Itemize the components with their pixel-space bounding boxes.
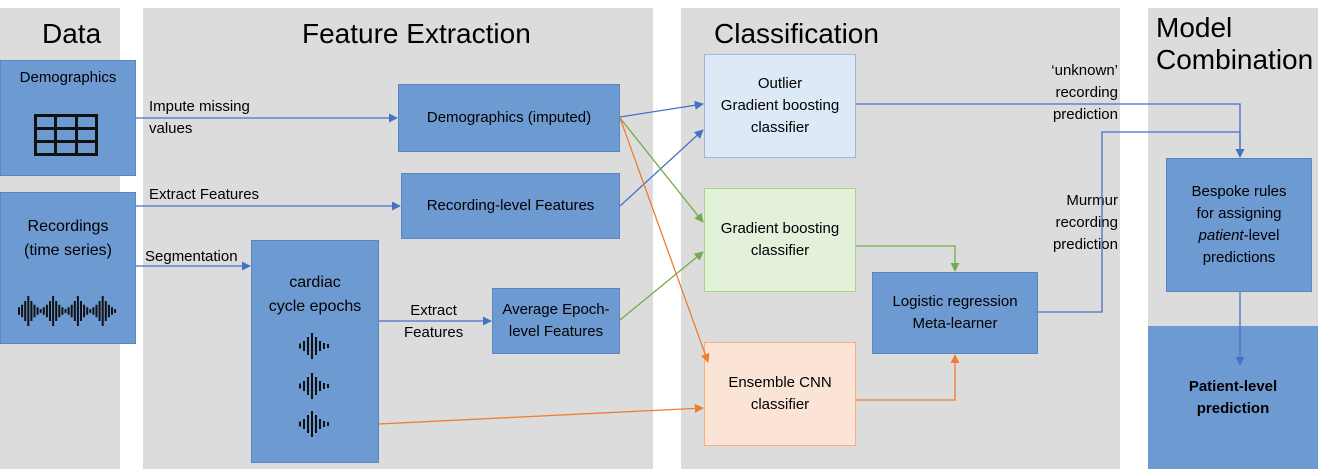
outlier-line3: classifier — [750, 119, 810, 136]
model-combination-title-line2: Combination — [1156, 44, 1314, 75]
avg-epoch-line2: level Features — [508, 323, 604, 340]
ensemble-cnn-box: Ensemble CNN classifier — [704, 342, 856, 446]
extract2-line2: Features — [404, 324, 464, 341]
outlier-line2: Gradient boosting — [720, 97, 840, 114]
unknown-line3: prediction — [1052, 106, 1118, 123]
impute-line2: values — [149, 120, 193, 137]
bespoke-line3-italic: patient — [1198, 227, 1244, 244]
extract-features-2-label: Extract Features — [404, 300, 463, 344]
arrow-gb-to-logreg — [856, 245, 960, 272]
gb-line2: classifier — [750, 242, 810, 259]
ensemble-line2: classifier — [750, 396, 810, 413]
segmentation-label: Segmentation — [145, 248, 238, 265]
arrow-avgepoch-to-gb — [619, 251, 704, 321]
recordings-box-line1: Recordings — [27, 218, 109, 235]
unknown-prediction-label: ‘unknown’ recording prediction — [1008, 60, 1118, 126]
bespoke-line2: for assigning — [1196, 205, 1282, 222]
gb-line1: Gradient boosting — [720, 220, 840, 237]
ensemble-line1: Ensemble CNN — [728, 374, 832, 391]
impute-label: Impute missing values — [149, 96, 250, 140]
bespoke-line3: patient-level — [1191, 225, 1286, 247]
murmur-line1: Murmur — [1066, 192, 1118, 209]
demographics-box: Demographics — [0, 60, 136, 176]
arrow-logreg-to-bespoke — [1038, 131, 1245, 313]
bespoke-line1: Bespoke rules — [1191, 183, 1287, 200]
model-combination-title-line1: Model — [1156, 12, 1233, 43]
avg-epoch-line1: Average Epoch- — [502, 301, 610, 318]
recordings-box-line2: (time series) — [23, 242, 112, 259]
bespoke-rules-box: Bespoke rules for assigning patient-leve… — [1166, 158, 1312, 292]
average-epoch-features-box: Average Epoch- level Features — [492, 288, 620, 354]
outlier-line1: Outlier — [757, 75, 803, 92]
demographics-box-label: Demographics — [19, 69, 117, 86]
logreg-line2: Meta-learner — [912, 315, 998, 332]
arrow-ensemble-to-logreg — [856, 354, 960, 401]
demographics-imputed-box: Demographics (imputed) — [398, 84, 620, 152]
classification-title: Classification — [714, 18, 879, 49]
impute-line1: Impute missing — [149, 98, 250, 115]
logistic-regression-box: Logistic regression Meta-learner — [872, 272, 1038, 354]
unknown-line2: recording — [1055, 84, 1118, 101]
bespoke-line4: predictions — [1202, 249, 1276, 266]
recording-level-features-box: Recording-level Features — [401, 173, 620, 239]
waveform-icon — [299, 373, 329, 399]
unknown-line1: ‘unknown’ — [1051, 62, 1118, 79]
arrow-recfeat-to-outlier — [619, 129, 704, 207]
data-panel-title: Data — [42, 18, 102, 49]
waveform-icon — [299, 411, 329, 437]
arrow-demog-to-outlier — [619, 100, 704, 118]
arrow-outlier-to-bespoke — [856, 103, 1245, 158]
logreg-line1: Logistic regression — [892, 293, 1018, 310]
feature-extraction-title: Feature Extraction — [302, 18, 531, 49]
gradient-boosting-box: Gradient boosting classifier — [704, 188, 856, 292]
recordings-box: Recordings (time series) — [0, 192, 136, 344]
patient-line2: prediction — [1196, 399, 1270, 417]
patient-line1: Patient-level — [1188, 377, 1278, 395]
model-combination-title: Model Combination — [1156, 12, 1313, 76]
arrow-demog-to-gb — [619, 117, 704, 223]
bespoke-line3-rest: -level — [1243, 227, 1280, 244]
waveform-icon — [299, 333, 329, 359]
extract2-line1: Extract — [410, 302, 457, 319]
extract-features-label: Extract Features — [149, 186, 260, 203]
arrow-epochs-to-ensemble — [378, 403, 704, 425]
outlier-classifier-box: Outlier Gradient boosting classifier — [704, 54, 856, 158]
patient-level-prediction-box: Patient-level prediction — [1148, 326, 1318, 469]
demographics-imputed-label: Demographics (imputed) — [426, 109, 592, 126]
cardiac-line1: cardiac — [289, 274, 341, 291]
recording-level-features-label: Recording-level Features — [426, 197, 595, 214]
waveform-icon — [18, 296, 117, 326]
table-icon — [34, 114, 98, 156]
arrow-demog-to-ensemble — [619, 117, 710, 363]
cardiac-line2: cycle epochs — [268, 298, 362, 315]
